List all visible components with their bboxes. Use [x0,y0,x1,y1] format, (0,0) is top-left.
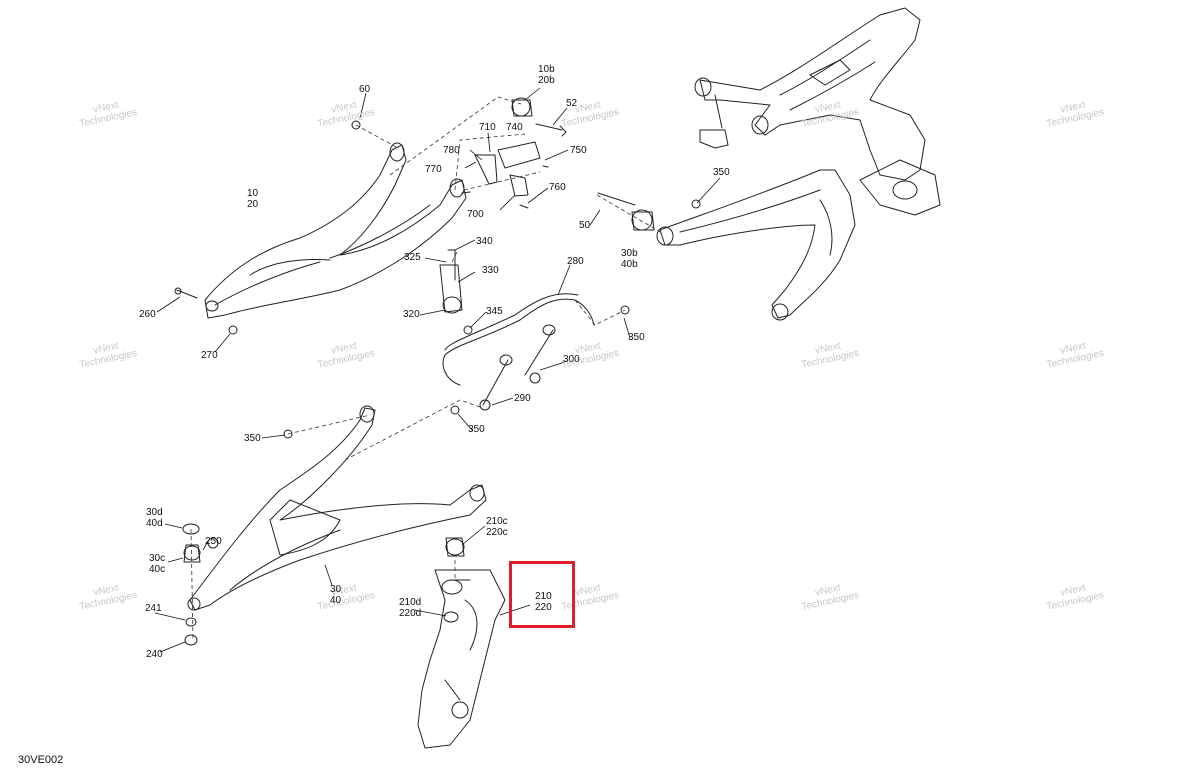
link-710 [474,141,541,209]
callout-241[interactable]: 241 [145,603,162,614]
lower-control-arm [187,405,487,611]
callout-30c[interactable]: 30c 40c [149,553,166,575]
callout-780[interactable]: 780 [443,145,460,156]
callout-760[interactable]: 760 [549,182,566,193]
callout-320[interactable]: 320 [403,309,420,320]
callout-260[interactable]: 260 [139,309,156,320]
callout-60[interactable]: 60 [359,84,371,95]
bushing-30b [597,192,655,231]
assembly-dashed-lines [190,96,663,641]
bushing-10b [511,97,533,117]
callout-30[interactable]: 30 40 [330,584,342,606]
right-lower-arm [656,159,941,321]
callout-280[interactable]: 280 [567,256,584,267]
bolts [174,120,701,439]
knuckle-assembly [417,537,506,749]
upper-control-arm [204,142,467,319]
callout-350-left[interactable]: 350 [244,433,261,444]
callout-300[interactable]: 300 [563,354,580,365]
bolt-52 [535,123,567,137]
upper-right-assembly [694,7,926,181]
callout-345[interactable]: 345 [486,306,503,317]
callout-240[interactable]: 240 [146,649,163,660]
callout-710[interactable]: 710 [479,122,496,133]
callout-10[interactable]: 10 20 [247,188,259,210]
callout-700[interactable]: 700 [467,209,484,220]
callout-30b[interactable]: 30b 40b [621,248,638,270]
callout-330[interactable]: 330 [482,265,499,276]
callout-250[interactable]: 250 [205,536,222,547]
callout-30d[interactable]: 30d 40d [146,507,163,529]
callout-350-upper-right[interactable]: 350 [713,167,730,178]
callout-50[interactable]: 50 [579,220,591,231]
callout-350-lower[interactable]: 350 [468,424,485,435]
callout-210c[interactable]: 210c 220c [486,516,508,538]
callout-740[interactable]: 740 [506,122,523,133]
diagram-code: 30VE002 [18,754,64,766]
ball-joint-parts [182,523,219,646]
callout-770[interactable]: 770 [425,164,442,175]
callout-10b[interactable]: 10b 20b [538,64,555,86]
leader-lines [154,87,721,653]
callout-325[interactable]: 325 [404,252,421,263]
callout-210[interactable]: 210 220 [535,591,552,613]
callout-52[interactable]: 52 [566,98,578,109]
callout-350-mid-right[interactable]: 350 [628,332,645,343]
callout-270[interactable]: 270 [201,350,218,361]
callout-750[interactable]: 750 [570,145,587,156]
callout-340[interactable]: 340 [476,236,493,247]
callout-210d[interactable]: 210d 220d [399,597,422,619]
callout-290[interactable]: 290 [514,393,531,404]
highlight-box [509,561,575,628]
